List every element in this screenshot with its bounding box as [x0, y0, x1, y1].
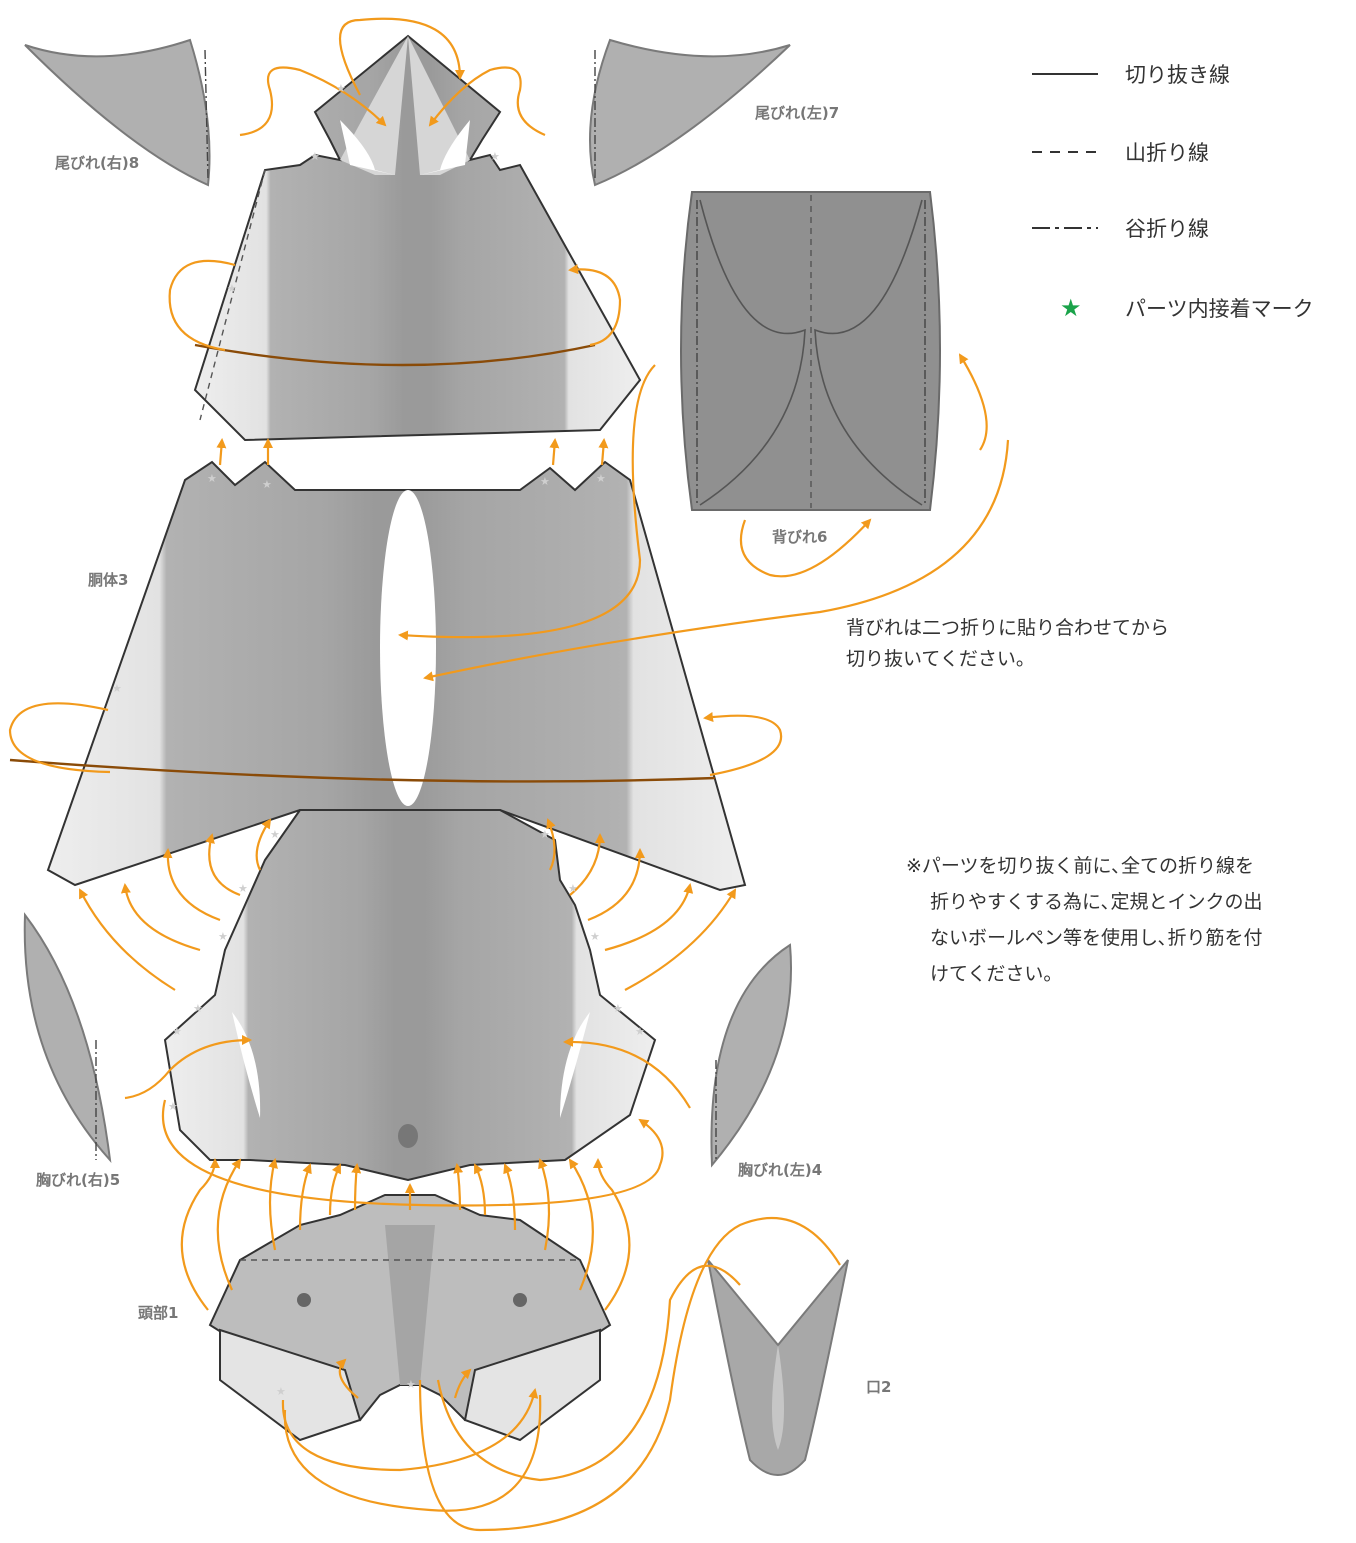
- legend: 切り抜き線 山折り線 谷折り線 ★ パーツ内接着マーク: [1032, 63, 1314, 322]
- tail-fin-left-shape: [589, 38, 791, 187]
- label-mouth: 口2: [866, 1378, 891, 1396]
- mouth-part-shape: [707, 1259, 849, 1476]
- fold-note-line-3: ないボールペン等を使用し､折り筋を付: [930, 927, 1263, 949]
- label-pectoral-fin-left: 胸びれ(左)4: [738, 1161, 822, 1179]
- glue-stars: ★ ★ ★ ★ ★ ★ ★ ★ ★ ★ ★ ★ ★ ★ ★ ★ ★ ★ ★ ★ …: [112, 82, 645, 1398]
- svg-text:★: ★: [540, 828, 550, 841]
- tail-top-piece: [193, 34, 642, 442]
- svg-text:★: ★: [540, 475, 550, 488]
- fold-crease-note: ※パーツを切り抜く前に､全ての折り線を 折りやすくする為に､定規とインクの出 な…: [906, 855, 1263, 985]
- star-icon: ★: [1060, 294, 1082, 322]
- svg-text:★: ★: [613, 1002, 623, 1015]
- svg-text:★: ★: [112, 682, 122, 695]
- tail-fin-right-shape: [24, 38, 211, 187]
- svg-text:★: ★: [238, 882, 248, 895]
- svg-text:★: ★: [218, 930, 228, 943]
- svg-text:★: ★: [406, 1378, 416, 1391]
- svg-text:★: ★: [270, 828, 280, 841]
- legend-glue-mark-label: パーツ内接着マーク: [1125, 297, 1314, 321]
- fold-note-line-2: 折りやすくする為に､定規とインクの出: [930, 891, 1263, 913]
- svg-text:★: ★: [168, 1100, 178, 1113]
- label-head: 頭部1: [138, 1304, 178, 1322]
- svg-text:★: ★: [336, 82, 346, 95]
- svg-text:★: ★: [310, 150, 320, 163]
- svg-text:★: ★: [227, 282, 237, 295]
- assembly-arrows: [8, 17, 1010, 1532]
- dorsal-fin-shape: [680, 191, 941, 511]
- dorsal-fin-note: 背びれは二つ折りに貼り合わせてから 切り抜いてください。: [846, 617, 1169, 670]
- svg-text:★: ★: [172, 1025, 182, 1038]
- label-body: 胴体3: [88, 571, 128, 589]
- pectoral-fin-right-shape: [23, 912, 112, 1164]
- svg-text:★: ★: [262, 478, 272, 491]
- label-tail-fin-right: 尾びれ(右)8: [55, 154, 139, 172]
- legend-cut-line-label: 切り抜き線: [1125, 63, 1230, 87]
- label-tail-fin-left: 尾びれ(左)7: [755, 104, 839, 122]
- body-piece: [9, 460, 747, 892]
- svg-text:★: ★: [596, 472, 606, 485]
- svg-text:★: ★: [193, 1002, 203, 1015]
- legend-valley-fold-label: 谷折り線: [1125, 217, 1209, 241]
- head-piece: [208, 1194, 612, 1442]
- label-pectoral-fin-right: 胸びれ(右)5: [36, 1171, 120, 1189]
- chest-piece: [163, 809, 657, 1182]
- pectoral-fin-left-shape: [710, 943, 792, 1168]
- fold-note-line-1: ※パーツを切り抜く前に､全ての折り線を: [906, 855, 1254, 877]
- svg-text:★: ★: [635, 1025, 645, 1038]
- svg-text:★: ★: [490, 150, 500, 163]
- legend-mountain-fold-label: 山折り線: [1125, 141, 1209, 165]
- svg-text:★: ★: [590, 930, 600, 943]
- svg-text:★: ★: [207, 472, 217, 485]
- label-dorsal-fin: 背びれ6: [772, 528, 827, 546]
- svg-text:★: ★: [568, 882, 578, 895]
- dorsal-note-line-2: 切り抜いてください。: [846, 648, 1035, 670]
- fold-note-line-4: けてください。: [930, 963, 1062, 985]
- svg-text:★: ★: [276, 1385, 286, 1398]
- dorsal-note-line-1: 背びれは二つ折りに貼り合わせてから: [846, 617, 1169, 639]
